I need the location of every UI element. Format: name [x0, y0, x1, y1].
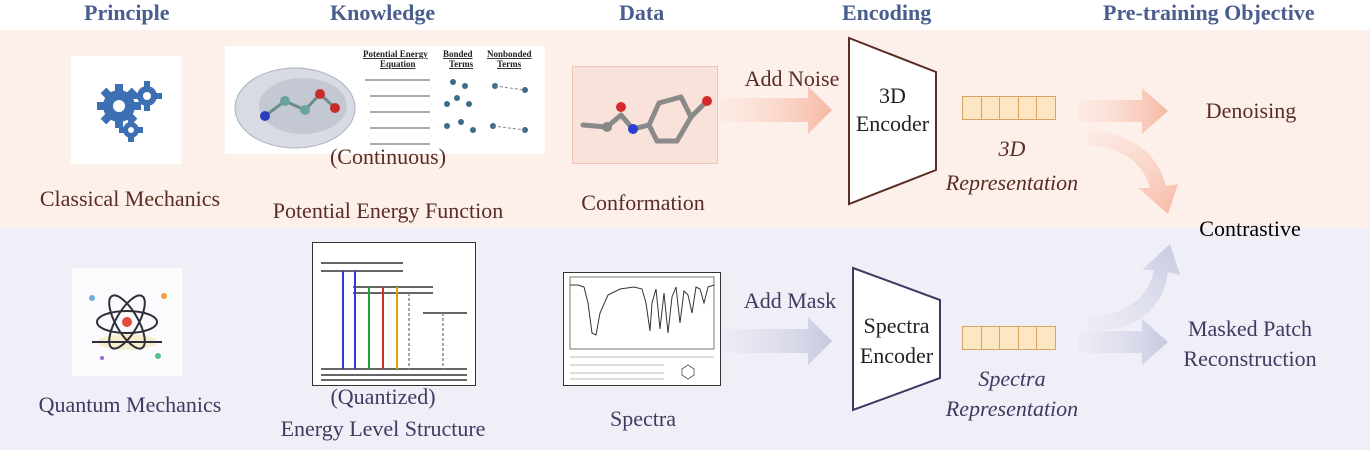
objective-masked-line1: Masked Patch [1187, 316, 1313, 341]
3d-representation-line2: Representation [945, 170, 1079, 195]
token [1036, 326, 1056, 350]
token [1017, 96, 1038, 120]
quantum-knowledge-line2: Energy Level Structure [280, 416, 486, 441]
token [980, 96, 1001, 120]
eq-header-energy-b: Equation [380, 59, 416, 69]
header-data: Data [619, 0, 665, 25]
spectra-representation-line1: Spectra [978, 366, 1046, 391]
molecule-energy-illustration: Potential Energy Equation Bonded Terms N… [234, 49, 532, 149]
classical-knowledge-line2: Potential Energy Function [272, 198, 504, 223]
gears-image [71, 56, 181, 164]
objective-contrastive: Contrastive [1199, 216, 1301, 241]
header-encoding: Encoding [842, 0, 932, 25]
quantum-principle-label: Quantum Mechanics [38, 392, 222, 417]
token [962, 326, 982, 350]
encoder-3d-line2: Encoder [855, 111, 930, 136]
molecule-3d-icon [580, 94, 712, 144]
token [980, 326, 1001, 350]
classical-principle-label: Classical Mechanics [39, 186, 221, 211]
objective-masked-line2: Reconstruction [1183, 346, 1317, 371]
eq-header-energy: Potential Energy [363, 49, 428, 59]
add-noise-label: Add Noise [744, 66, 840, 91]
potential-energy-figure: Potential Energy Equation Bonded Terms N… [225, 46, 545, 154]
ir-spectrum-plot [569, 276, 715, 380]
atom-image [72, 268, 182, 376]
energy-level-figure [312, 242, 476, 386]
atom-icon [89, 293, 167, 360]
eq-header-nonbonded: Nonbonded [487, 49, 532, 59]
conformation-image [572, 66, 718, 164]
gear-icon [97, 81, 162, 142]
spectra-representation-tokens [962, 326, 1056, 350]
objective-denoising: Denoising [1205, 98, 1297, 123]
arrow-contrastive-top [1088, 130, 1178, 214]
eq-header-nonbonded-b: Terms [497, 59, 522, 69]
encoder-3d [848, 36, 937, 206]
arrow-mask [720, 317, 832, 365]
token [1036, 96, 1056, 120]
header-objective: Pre-training Objective [1103, 0, 1315, 25]
encoder-spectra [852, 266, 941, 412]
classical-data-label: Conformation [581, 190, 705, 215]
classical-knowledge-line1: (Continuous) [329, 144, 447, 169]
token [1017, 326, 1038, 350]
quantum-data-label: Spectra [610, 406, 676, 431]
arrow-contrastive-bottom [1088, 244, 1180, 332]
quantum-knowledge-line1: (Quantized) [330, 384, 436, 409]
spectra-image [563, 272, 721, 386]
eq-header-bonded-b: Terms [449, 59, 474, 69]
arrow-denoise [1078, 88, 1168, 134]
arrow-masked-patch [1078, 319, 1168, 365]
header-knowledge: Knowledge [330, 0, 436, 25]
encoder-spectra-line1: Spectra [863, 313, 930, 338]
header-principle: Principle [84, 0, 170, 25]
encoder-3d-line1: 3D [879, 83, 906, 108]
energy-level-diagram [321, 262, 467, 381]
eq-header-bonded: Bonded [443, 49, 473, 59]
encoder-spectra-line2: Encoder [859, 343, 934, 368]
3d-representation-tokens [962, 96, 1056, 120]
arrow-noise [720, 86, 832, 134]
token [962, 96, 982, 120]
token [999, 96, 1019, 120]
add-mask-label: Add Mask [743, 288, 837, 313]
spectra-representation-line2: Representation [945, 396, 1079, 421]
3d-representation-line1: 3D [998, 136, 1026, 161]
token [999, 326, 1019, 350]
